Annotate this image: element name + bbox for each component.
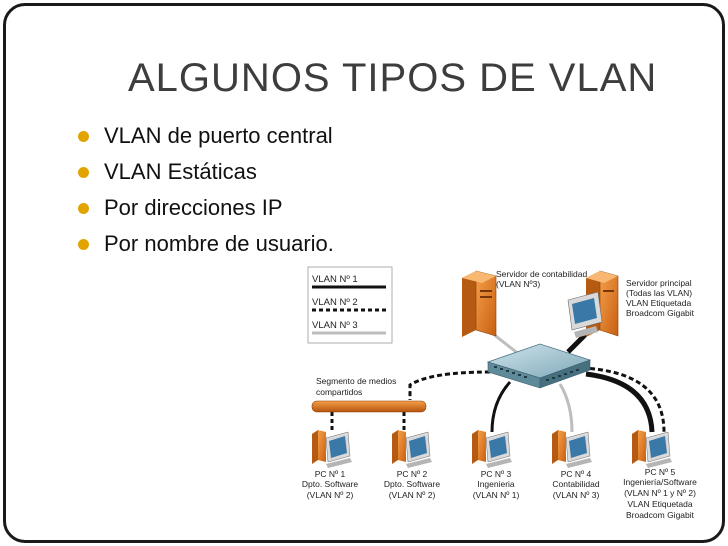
pc-3-label-3: (VLAN Nº 1) bbox=[473, 490, 520, 500]
bullet-list: VLAN de puerto central VLAN Estáticas Po… bbox=[78, 118, 334, 262]
pc-1-label-3: (VLAN Nº 2) bbox=[307, 490, 354, 500]
pc-5-label-5: Broadcom Gigabit bbox=[626, 510, 695, 520]
pc-2-label-2: Dpto. Software bbox=[384, 479, 440, 489]
link-pc5-vlan1 bbox=[585, 371, 655, 433]
segment-bar bbox=[311, 400, 427, 413]
link-pc4 bbox=[558, 383, 574, 433]
pc-4-label-3: (VLAN Nº 3) bbox=[553, 490, 600, 500]
slide-title: ALGUNOS TIPOS DE VLAN bbox=[128, 56, 658, 100]
segment-label-line1: Segmento de medios bbox=[316, 376, 396, 386]
server-accounting-side bbox=[462, 271, 476, 337]
network-switch bbox=[486, 343, 592, 389]
bullet-item: Por direcciones IP bbox=[78, 190, 334, 226]
legend-label-vlan1: VLAN Nº 1 bbox=[312, 274, 358, 285]
link-pc3 bbox=[490, 380, 512, 433]
bullet-icon bbox=[78, 131, 89, 142]
bullet-icon bbox=[78, 239, 89, 250]
server-main-screen bbox=[572, 298, 597, 324]
pc-4-label-1: PC Nº 4 bbox=[561, 469, 592, 479]
server-main-label-2: (Todas las VLAN) bbox=[626, 288, 692, 298]
link-segment bbox=[408, 370, 491, 400]
server-main-label-4: Broadcom Gigabit bbox=[626, 308, 695, 318]
legend-label-vlan3: VLAN Nº 3 bbox=[312, 320, 358, 331]
server-main-label-1: Servidor principal bbox=[626, 278, 692, 288]
server-accounting-label-1: Servidor de contabilidad bbox=[496, 269, 587, 279]
pc-5-label-4: VLAN Etiquetada bbox=[627, 499, 692, 509]
server-main: Servidor principal (Todas las VLAN) VLAN… bbox=[567, 270, 695, 338]
pc-5-label-1: PC Nº 5 bbox=[645, 467, 676, 477]
bullet-icon bbox=[78, 167, 89, 178]
link-pc5-vlan2 bbox=[581, 366, 666, 433]
pc-5-label-3: (VLAN Nº 1 y Nº 2) bbox=[624, 488, 696, 498]
server-accounting-top bbox=[462, 271, 496, 283]
pc-3-label-2: Ingenieria bbox=[477, 479, 515, 489]
bullet-item: VLAN Estáticas bbox=[78, 154, 334, 190]
bullet-item: VLAN de puerto central bbox=[78, 118, 334, 154]
server-accounting: Servidor de contabilidad (VLAN Nº3) bbox=[462, 269, 587, 337]
pc-2-label-1: PC Nº 2 bbox=[397, 469, 428, 479]
pc-1-label-2: Dpto. Software bbox=[302, 479, 358, 489]
legend-label-vlan2: VLAN Nº 2 bbox=[312, 297, 358, 308]
segment-label-line2: compartidos bbox=[316, 387, 362, 397]
pc-2-label-3: (VLAN Nº 2) bbox=[389, 490, 436, 500]
pc-3: PC Nº 3 Ingenieria (VLAN Nº 1) bbox=[472, 430, 519, 500]
connections bbox=[330, 328, 666, 433]
pc-5: PC Nº 5 Ingeniería/Software (VLAN Nº 1 y… bbox=[623, 430, 697, 520]
server-accounting-label-2: (VLAN Nº3) bbox=[496, 279, 540, 289]
legend: VLAN Nº 1 VLAN Nº 2 VLAN Nº 3 bbox=[307, 266, 393, 344]
pc-1: PC Nº 1 Dpto. Software (VLAN Nº 2) bbox=[302, 430, 358, 500]
bullet-item: Por nombre de usuario. bbox=[78, 226, 334, 262]
server-main-label-3: VLAN Etiquetada bbox=[626, 298, 691, 308]
pc-4: PC Nº 4 Contabilidad (VLAN Nº 3) bbox=[552, 430, 600, 500]
pc-3-label-1: PC Nº 3 bbox=[481, 469, 512, 479]
bullet-icon bbox=[78, 203, 89, 214]
pc-2: PC Nº 2 Dpto. Software (VLAN Nº 2) bbox=[384, 430, 440, 500]
pc-1-label-1: PC Nº 1 bbox=[315, 469, 346, 479]
legend-box bbox=[307, 266, 393, 344]
pc-5-label-2: Ingeniería/Software bbox=[623, 477, 697, 487]
pc-4-label-2: Contabilidad bbox=[552, 479, 600, 489]
shared-segment: Segmento de medios compartidos bbox=[311, 376, 427, 413]
